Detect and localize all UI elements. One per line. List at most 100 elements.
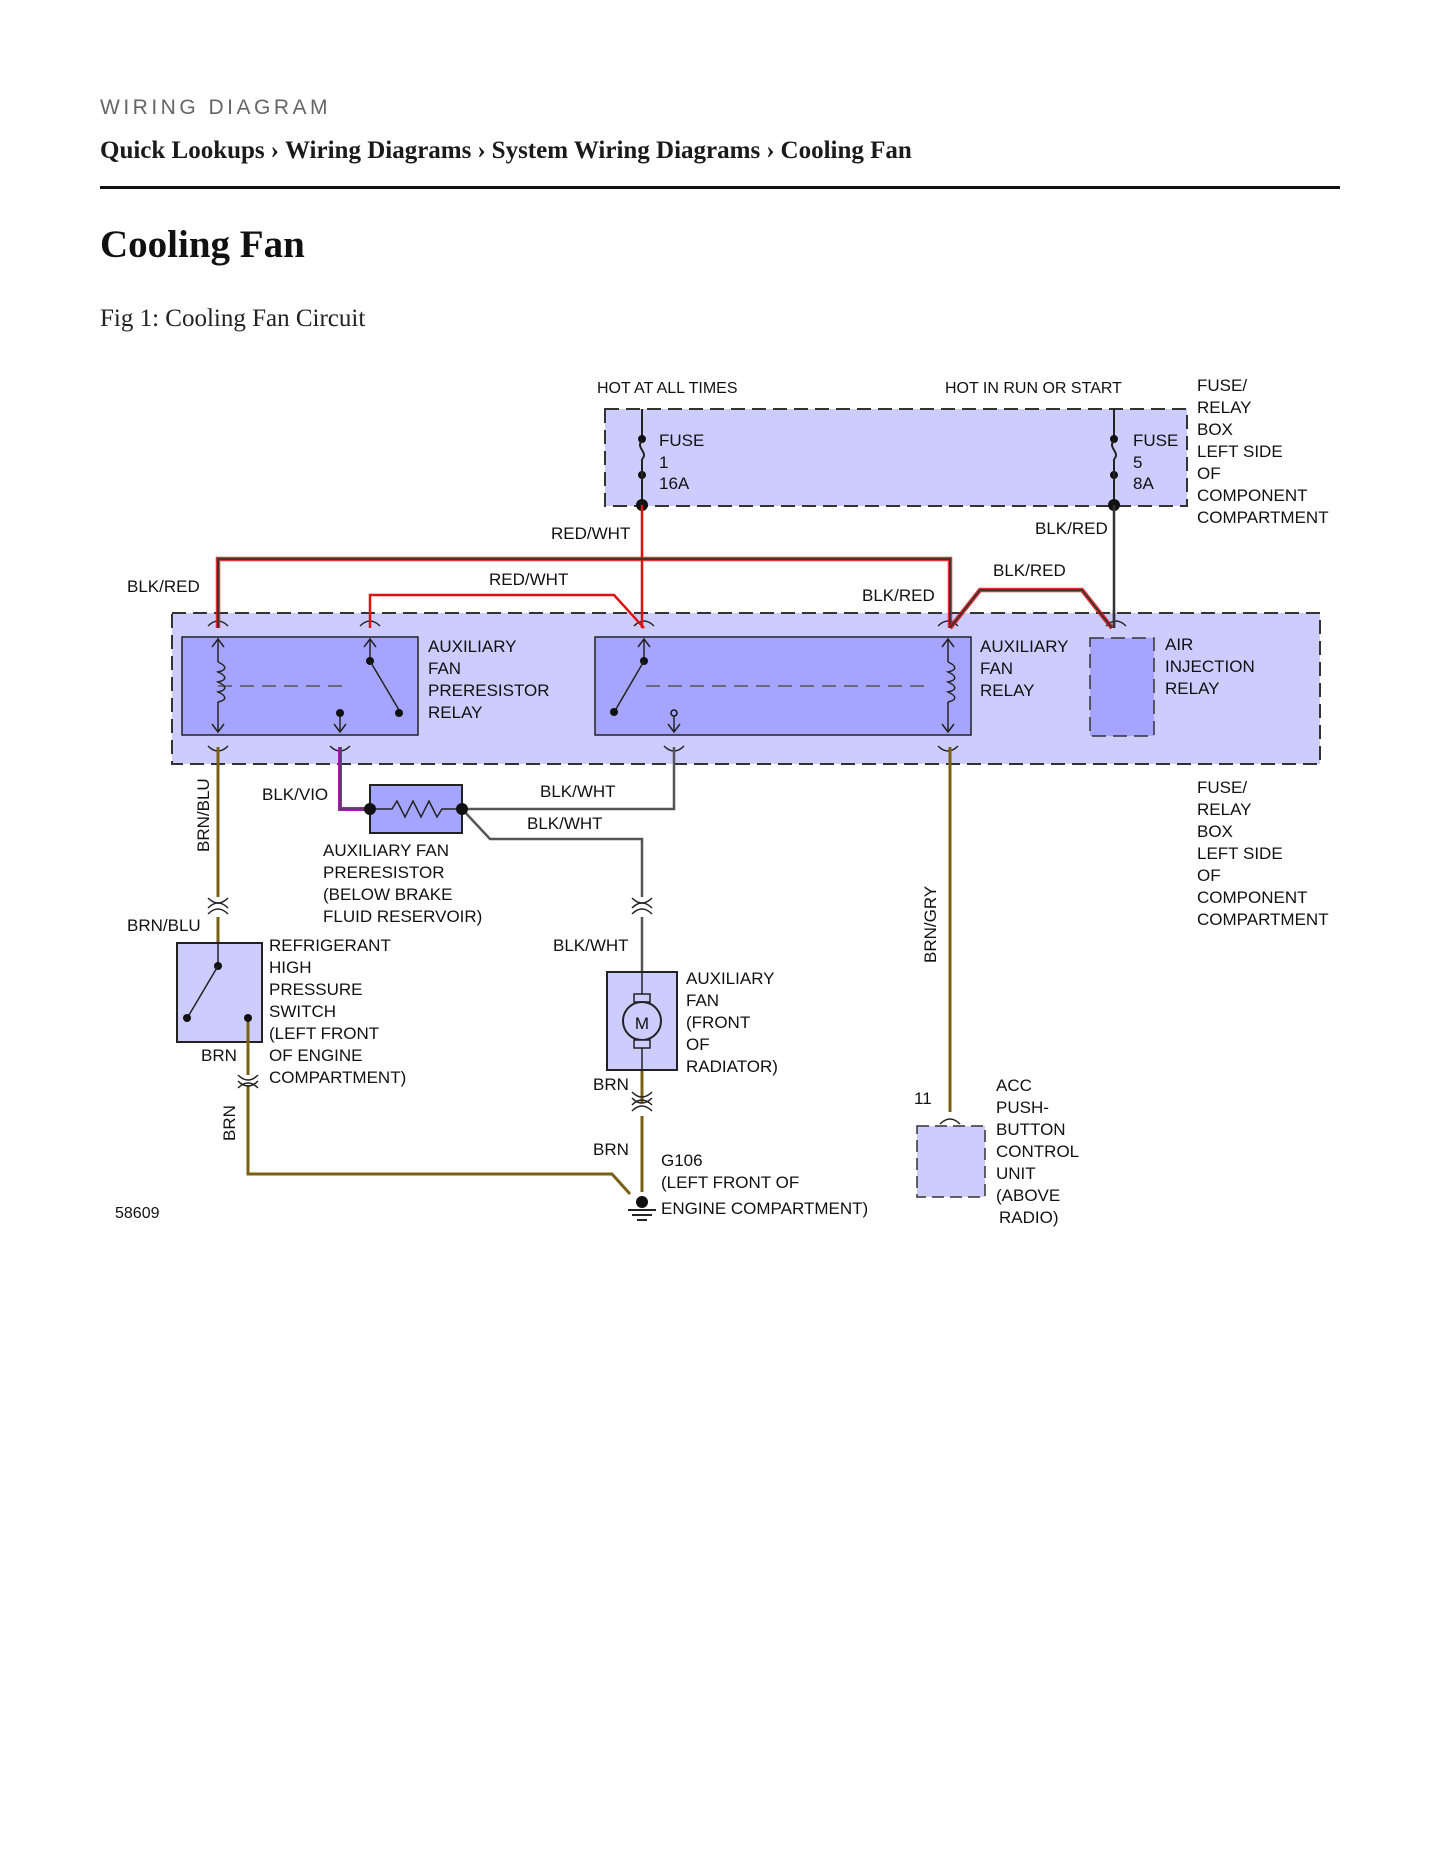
svg-text:OF: OF <box>686 1035 710 1054</box>
breadcrumb-separator: › <box>766 137 775 164</box>
fuse-5-number: 5 <box>1133 453 1142 472</box>
svg-text:RELAY: RELAY <box>428 703 483 722</box>
svg-text:PRESSURE: PRESSURE <box>269 980 363 999</box>
svg-text:AUXILIARY: AUXILIARY <box>980 637 1069 656</box>
section-kicker: WIRING DIAGRAM <box>100 96 331 119</box>
wire-label: BRN/GRY <box>921 886 940 963</box>
svg-text:INJECTION: INJECTION <box>1165 657 1255 676</box>
svg-text:PUSH-: PUSH- <box>996 1098 1049 1117</box>
wire-brn <box>216 747 952 1196</box>
connector-icon <box>207 897 961 1125</box>
svg-text:RADIATOR): RADIATOR) <box>686 1057 778 1076</box>
acc-control-unit-label: ACC PUSH- BUTTON CONTROL UNIT (ABOVE RAD… <box>996 1076 1079 1227</box>
svg-text:OF ENGINE: OF ENGINE <box>269 1046 363 1065</box>
wire-label: BRN <box>593 1140 629 1159</box>
wire-label: BLK/WHT <box>553 936 629 955</box>
preresistor-icon <box>364 784 468 834</box>
wire-blk-wht <box>461 747 676 972</box>
figure-caption: Fig 1: Cooling Fan Circuit <box>100 305 366 332</box>
svg-text:COMPARTMENT): COMPARTMENT) <box>269 1068 406 1087</box>
air-injection-label: AIR INJECTION RELAY <box>1165 635 1255 698</box>
fuse-5-name: FUSE <box>1133 431 1178 450</box>
fan-relay-label: AUXILIARY FAN RELAY <box>980 637 1069 700</box>
breadcrumb-item-wiring-diagrams[interactable]: Wiring Diagrams <box>285 137 472 164</box>
acc-pin-number: 11 <box>914 1089 932 1108</box>
refrigerant-switch-label: REFRIGERANT HIGH PRESSURE SWITCH (LEFT F… <box>269 936 406 1087</box>
svg-text:OF: OF <box>1197 866 1221 885</box>
wire-label: RED/WHT <box>489 570 568 589</box>
fuse-1-number: 1 <box>659 453 668 472</box>
svg-text:FAN: FAN <box>980 659 1013 678</box>
wire-label: RED/WHT <box>551 524 630 543</box>
svg-text:(LEFT FRONT: (LEFT FRONT <box>269 1024 379 1043</box>
svg-text:RELAY: RELAY <box>1197 800 1252 819</box>
svg-text:UNIT: UNIT <box>996 1164 1036 1183</box>
wire-label: BLK/WHT <box>540 782 616 801</box>
svg-text:COMPONENT: COMPONENT <box>1197 888 1308 907</box>
breadcrumb: Quick Lookups›Wiring Diagrams›System Wir… <box>100 137 912 165</box>
acc-control-unit <box>916 1125 986 1198</box>
svg-text:BOX: BOX <box>1197 420 1233 439</box>
svg-text:LEFT SIDE: LEFT SIDE <box>1197 442 1283 461</box>
breadcrumb-item-system-wiring-diagrams[interactable]: System Wiring Diagrams <box>491 137 761 164</box>
svg-text:PRERESISTOR: PRERESISTOR <box>323 863 445 882</box>
svg-text:HIGH: HIGH <box>269 958 312 977</box>
preresistor-label: AUXILIARY FAN PRERESISTOR (BELOW BRAKE F… <box>323 841 482 926</box>
svg-text:G106: G106 <box>661 1151 703 1170</box>
fan-relay <box>594 636 972 736</box>
fuse-box <box>604 408 1188 507</box>
preresistor-relay <box>181 636 419 736</box>
wire-blk-red <box>215 505 1116 630</box>
svg-text:LEFT SIDE: LEFT SIDE <box>1197 844 1283 863</box>
svg-text:BOX: BOX <box>1197 822 1233 841</box>
wire-label: BRN <box>201 1046 237 1065</box>
fuse-box-label: FUSE/ RELAY BOX LEFT SIDE OF COMPONENT C… <box>1197 376 1329 527</box>
wire-label: BLK/RED <box>127 577 200 596</box>
refrigerant-switch-icon <box>176 942 263 1075</box>
label-hot-at-all-times: HOT AT ALL TIMES <box>597 380 738 397</box>
svg-text:RELAY: RELAY <box>1165 679 1220 698</box>
ground-icon <box>628 1196 656 1221</box>
breadcrumb-item-quick-lookups[interactable]: Quick Lookups <box>100 137 265 164</box>
figure-number: 58609 <box>115 1205 160 1222</box>
svg-text:FUSE/: FUSE/ <box>1197 376 1247 395</box>
svg-text:SWITCH: SWITCH <box>269 1002 336 1021</box>
svg-text:FLUID RESERVOIR): FLUID RESERVOIR) <box>323 907 482 926</box>
svg-text:FAN: FAN <box>686 991 719 1010</box>
ground-label: G106 (LEFT FRONT OF ENGINE COMPARTMENT) <box>661 1151 868 1218</box>
wire-label: BRN <box>593 1075 629 1094</box>
svg-text:(FRONT: (FRONT <box>686 1013 750 1032</box>
svg-text:CONTROL: CONTROL <box>996 1142 1079 1161</box>
preresistor-relay-label: AUXILIARY FAN PRERESISTOR RELAY <box>428 637 550 722</box>
breadcrumb-item-cooling-fan[interactable]: Cooling Fan <box>780 137 912 164</box>
svg-text:ACC: ACC <box>996 1076 1032 1095</box>
motor-symbol: M <box>635 1014 649 1033</box>
wire-blk-vio <box>338 747 370 811</box>
wire-label: BLK/VIO <box>262 785 328 804</box>
svg-text:RELAY: RELAY <box>1197 398 1252 417</box>
fuse-1-icon <box>636 409 648 511</box>
svg-text:AUXILIARY FAN: AUXILIARY FAN <box>323 841 449 860</box>
page-title: Cooling Fan <box>100 223 305 266</box>
svg-text:(LEFT FRONT OF: (LEFT FRONT OF <box>661 1173 799 1192</box>
fuse-1-name: FUSE <box>659 431 704 450</box>
svg-text:COMPARTMENT: COMPARTMENT <box>1197 910 1329 929</box>
wire-label: BLK/RED <box>862 586 935 605</box>
wire-label: BRN/BLU <box>194 778 213 852</box>
relay-box-label: FUSE/ RELAY BOX LEFT SIDE OF COMPONENT C… <box>1197 778 1329 929</box>
wire-label: BRN/BLU <box>127 916 201 935</box>
svg-text:FUSE/: FUSE/ <box>1197 778 1247 797</box>
wire-label: BLK/RED <box>993 561 1066 580</box>
svg-text:AUXILIARY: AUXILIARY <box>686 969 775 988</box>
svg-text:BUTTON: BUTTON <box>996 1120 1066 1139</box>
aux-fan-label: AUXILIARY FAN (FRONT OF RADIATOR) <box>686 969 778 1076</box>
svg-text:(ABOVE: (ABOVE <box>996 1186 1060 1205</box>
svg-text:OF: OF <box>1197 464 1221 483</box>
header-divider <box>100 186 1340 189</box>
svg-text:COMPARTMENT: COMPARTMENT <box>1197 508 1329 527</box>
svg-text:AUXILIARY: AUXILIARY <box>428 637 517 656</box>
breadcrumb-separator: › <box>477 137 486 164</box>
svg-text:RELAY: RELAY <box>980 681 1035 700</box>
wire-red-wht <box>368 505 645 629</box>
